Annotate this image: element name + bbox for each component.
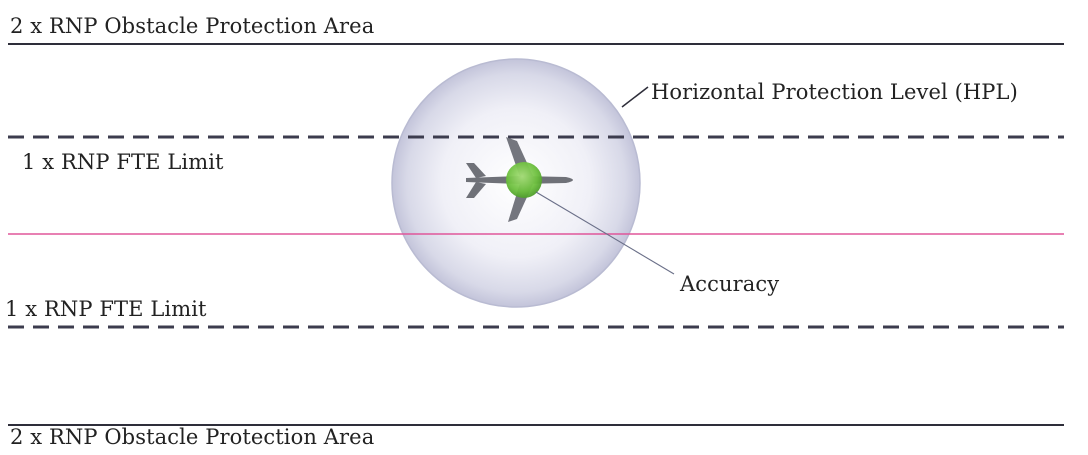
bottom-protection-area-label: 2 x RNP Obstacle Protection Area [10,425,375,449]
accuracy-leader-line [535,191,675,275]
hpl-label: Horizontal Protection Level (HPL) [651,80,1018,104]
top-protection-area-label: 2 x RNP Obstacle Protection Area [10,14,375,38]
hpl-leader-line [621,86,649,108]
accuracy-circle [506,162,542,198]
upper-fte-limit-label: 1 x RNP FTE Limit [22,150,224,174]
accuracy-label: Accuracy [680,272,780,296]
lower-fte-limit-label: 1 x RNP FTE Limit [5,297,207,321]
